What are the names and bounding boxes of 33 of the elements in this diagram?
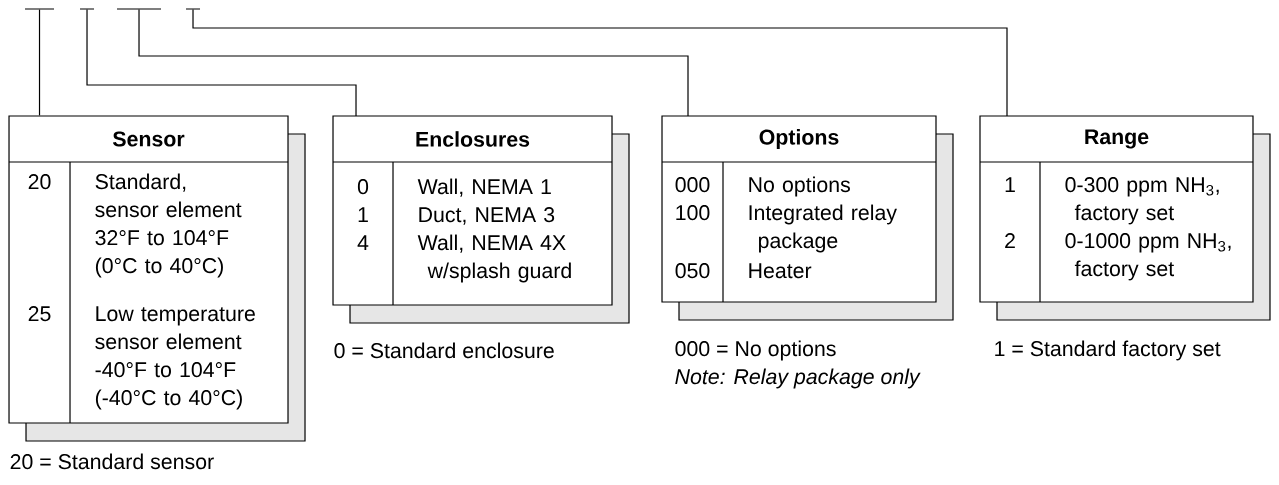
option-description: Duct, NEMA 3 — [419, 207, 555, 225]
option-code: 100 — [676, 205, 710, 221]
default-note: 0 = Standard enclosure — [334, 342, 554, 359]
note-text: Note: Relay package only — [675, 368, 921, 389]
table-heading: Range — [1085, 129, 1149, 149]
default-note: 1 = Standard factory set — [995, 340, 1221, 361]
connector-line — [38, 9, 41, 116]
option-code: 1 — [1005, 177, 1015, 192]
option-code: 000 — [675, 177, 710, 193]
option-description: Low temperature sensor element -40°F to 104°F (-40°C to 40°C) — [95, 306, 255, 410]
connector-line — [86, 9, 357, 117]
option-code: 050 — [675, 263, 710, 279]
option-description: Heater — [749, 263, 812, 279]
option-description: 0-300 ppm NH$_{3}$, factory set — [1065, 177, 1219, 225]
option-description: Integrated relay package — [749, 204, 897, 253]
option-description: No options — [749, 176, 850, 197]
default-note: 20 = Standard sensor — [10, 453, 214, 470]
option-description: Wall, NEMA 1 — [417, 178, 551, 197]
table-heading: Enclosures — [416, 131, 530, 147]
option-code: 2 — [1005, 233, 1015, 248]
option-code: 25 — [28, 306, 51, 322]
option-code: 1 — [358, 207, 368, 222]
connector-line — [192, 9, 1008, 117]
default-note: 000 = No options — [675, 340, 836, 361]
option-code: 4 — [357, 235, 369, 250]
option-code: 0 — [357, 179, 369, 195]
table-heading: Options — [759, 129, 839, 149]
option-description: Wall, NEMA 4X w/splash guard — [417, 234, 571, 283]
option-code: 20 — [28, 174, 51, 190]
option-description: 0-1000 ppm NH$_{3}$, factory set — [1065, 233, 1231, 281]
table-heading: Sensor — [112, 131, 185, 147]
connector-line — [138, 9, 689, 117]
option-description: Standard, sensor element 32°F to 104°F (0°C to 40°C) — [95, 173, 242, 278]
